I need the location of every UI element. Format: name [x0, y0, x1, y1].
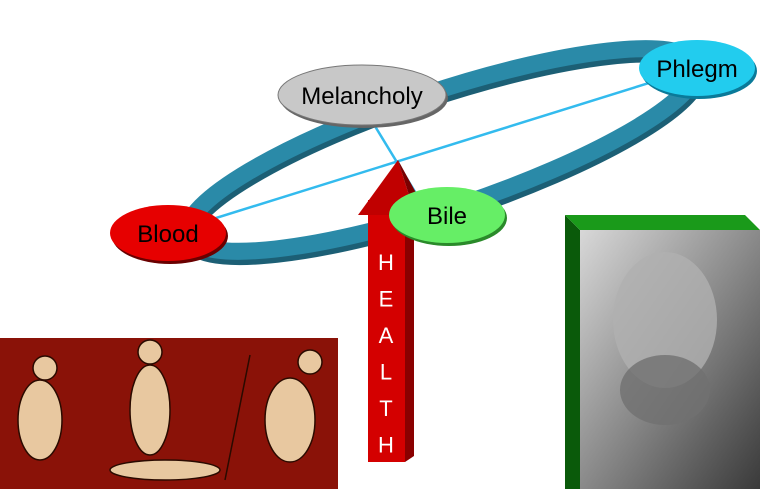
health-letter: T — [379, 396, 392, 421]
health-letter: H — [378, 433, 394, 458]
node-melancholy: Melancholy — [277, 64, 448, 128]
node-bile: Bile — [389, 187, 507, 246]
health-letter: H — [378, 250, 394, 275]
bile-label: Bile — [427, 203, 467, 230]
blood-phlegm-line — [167, 66, 698, 235]
blood-label: Blood — [137, 221, 198, 248]
hippocrates-bust-image — [565, 215, 760, 489]
phlegm-label: Phlegm — [656, 56, 737, 83]
melancholy-label: Melancholy — [301, 83, 422, 110]
health-letter: E — [379, 287, 394, 312]
health-letter: L — [380, 360, 392, 385]
node-blood: Blood — [110, 205, 228, 264]
vase-painting-image — [0, 338, 338, 489]
health-letter: A — [379, 323, 394, 348]
node-phlegm: Phlegm — [639, 40, 757, 99]
